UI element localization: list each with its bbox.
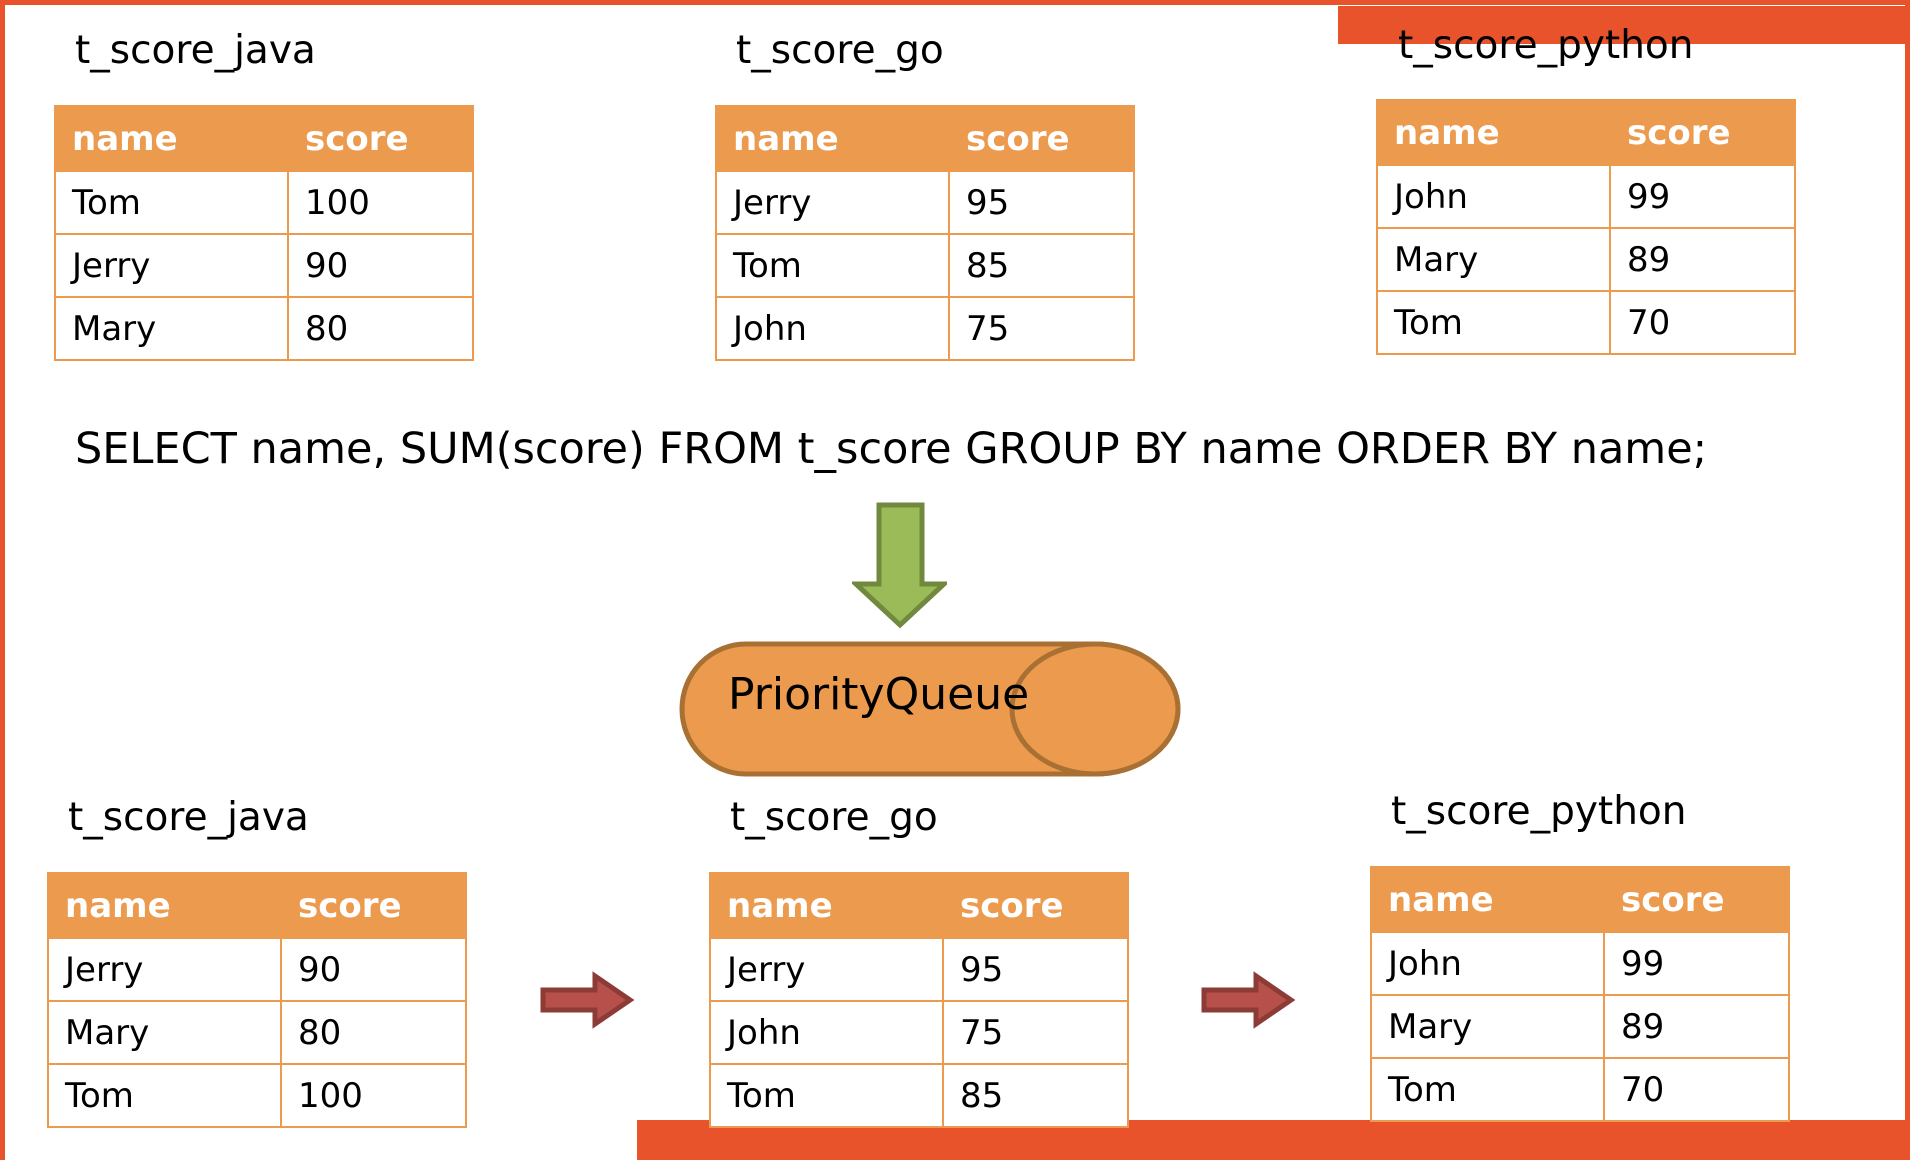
table-title-go-top: t_score_go [736, 28, 944, 73]
column-header-score: score [942, 872, 1129, 939]
table-row: Jerry 95 [715, 170, 1135, 235]
cell-name: Mary [1370, 994, 1605, 1059]
column-header-name: name [1376, 99, 1611, 166]
cell-score: 90 [280, 937, 467, 1002]
cell-name: Mary [54, 296, 289, 361]
score-table-java-top: name score Tom 100 Jerry 90 Mary 80 [54, 105, 474, 361]
table-row: Tom 70 [1376, 290, 1796, 355]
table-row: John 99 [1370, 931, 1790, 996]
table-row: Tom 100 [54, 170, 474, 235]
table-row: Tom 85 [715, 233, 1135, 298]
cell-name: John [715, 296, 950, 361]
down-arrow-icon [852, 502, 947, 629]
column-header-score: score [1609, 99, 1796, 166]
cell-score: 80 [280, 1000, 467, 1065]
sql-query: SELECT name, SUM(score) FROM t_score GRO… [75, 424, 1708, 474]
cell-score: 100 [280, 1063, 467, 1128]
right-arrow-icon [540, 971, 635, 1029]
cell-score: 95 [948, 170, 1135, 235]
cell-name: John [1376, 164, 1611, 229]
priority-queue-shape [679, 641, 1181, 777]
cell-name: Jerry [715, 170, 950, 235]
column-header-name: name [715, 105, 950, 172]
cell-score: 99 [1609, 164, 1796, 229]
cell-score: 80 [287, 296, 474, 361]
cell-name: Tom [715, 233, 950, 298]
table-title-go-bottom: t_score_go [730, 795, 938, 840]
top-right-accent-bar [1338, 6, 1910, 44]
table-row: Mary 80 [54, 296, 474, 361]
score-table-java-bottom: name score Jerry 90 Mary 80 Tom 100 [47, 872, 467, 1128]
table-header-row: name score [709, 872, 1129, 939]
column-header-score: score [280, 872, 467, 939]
cell-score: 75 [942, 1000, 1129, 1065]
cell-name: Tom [54, 170, 289, 235]
cell-score: 100 [287, 170, 474, 235]
cell-score: 89 [1609, 227, 1796, 292]
cell-name: Tom [1370, 1057, 1605, 1122]
table-header-row: name score [54, 105, 474, 172]
table-row: Tom 85 [709, 1063, 1129, 1128]
table-header-row: name score [1376, 99, 1796, 166]
score-table-python-top: name score John 99 Mary 89 Tom 70 [1376, 99, 1796, 355]
cell-score: 70 [1609, 290, 1796, 355]
column-header-score: score [948, 105, 1135, 172]
table-title-java-top: t_score_java [75, 28, 316, 73]
cell-name: Jerry [709, 937, 944, 1002]
cell-score: 75 [948, 296, 1135, 361]
table-row: John 99 [1376, 164, 1796, 229]
table-row: Jerry 95 [709, 937, 1129, 1002]
score-table-go-top: name score Jerry 95 Tom 85 John 75 [715, 105, 1135, 361]
cell-score: 70 [1603, 1057, 1790, 1122]
cell-score: 99 [1603, 931, 1790, 996]
table-row: John 75 [709, 1000, 1129, 1065]
priority-queue-label: PriorityQueue [728, 669, 1030, 720]
cell-score: 95 [942, 937, 1129, 1002]
table-row: Mary 89 [1376, 227, 1796, 292]
table-title-java-bottom: t_score_java [68, 795, 309, 840]
cell-name: Mary [1376, 227, 1611, 292]
table-row: Mary 80 [47, 1000, 467, 1065]
cell-name: John [709, 1000, 944, 1065]
table-row: Tom 70 [1370, 1057, 1790, 1122]
table-header-row: name score [47, 872, 467, 939]
table-row: Tom 100 [47, 1063, 467, 1128]
right-arrow-icon [1201, 971, 1296, 1029]
score-table-go-bottom: name score Jerry 95 John 75 Tom 85 [709, 872, 1129, 1128]
table-row: John 75 [715, 296, 1135, 361]
table-row: Mary 89 [1370, 994, 1790, 1059]
table-title-python-bottom: t_score_python [1391, 789, 1687, 834]
cell-name: Jerry [54, 233, 289, 298]
table-header-row: name score [715, 105, 1135, 172]
table-row: Jerry 90 [47, 937, 467, 1002]
cell-score: 90 [287, 233, 474, 298]
cell-score: 85 [942, 1063, 1129, 1128]
cell-name: John [1370, 931, 1605, 996]
cell-name: Jerry [47, 937, 282, 1002]
cell-score: 89 [1603, 994, 1790, 1059]
table-title-python-top: t_score_python [1398, 23, 1694, 68]
column-header-name: name [709, 872, 944, 939]
table-header-row: name score [1370, 866, 1790, 933]
score-table-python-bottom: name score John 99 Mary 89 Tom 70 [1370, 866, 1790, 1122]
column-header-score: score [1603, 866, 1790, 933]
cell-name: Tom [709, 1063, 944, 1128]
column-header-name: name [47, 872, 282, 939]
cell-score: 85 [948, 233, 1135, 298]
column-header-name: name [1370, 866, 1605, 933]
cell-name: Tom [47, 1063, 282, 1128]
cell-name: Mary [47, 1000, 282, 1065]
table-row: Jerry 90 [54, 233, 474, 298]
column-header-name: name [54, 105, 289, 172]
column-header-score: score [287, 105, 474, 172]
cell-name: Tom [1376, 290, 1611, 355]
